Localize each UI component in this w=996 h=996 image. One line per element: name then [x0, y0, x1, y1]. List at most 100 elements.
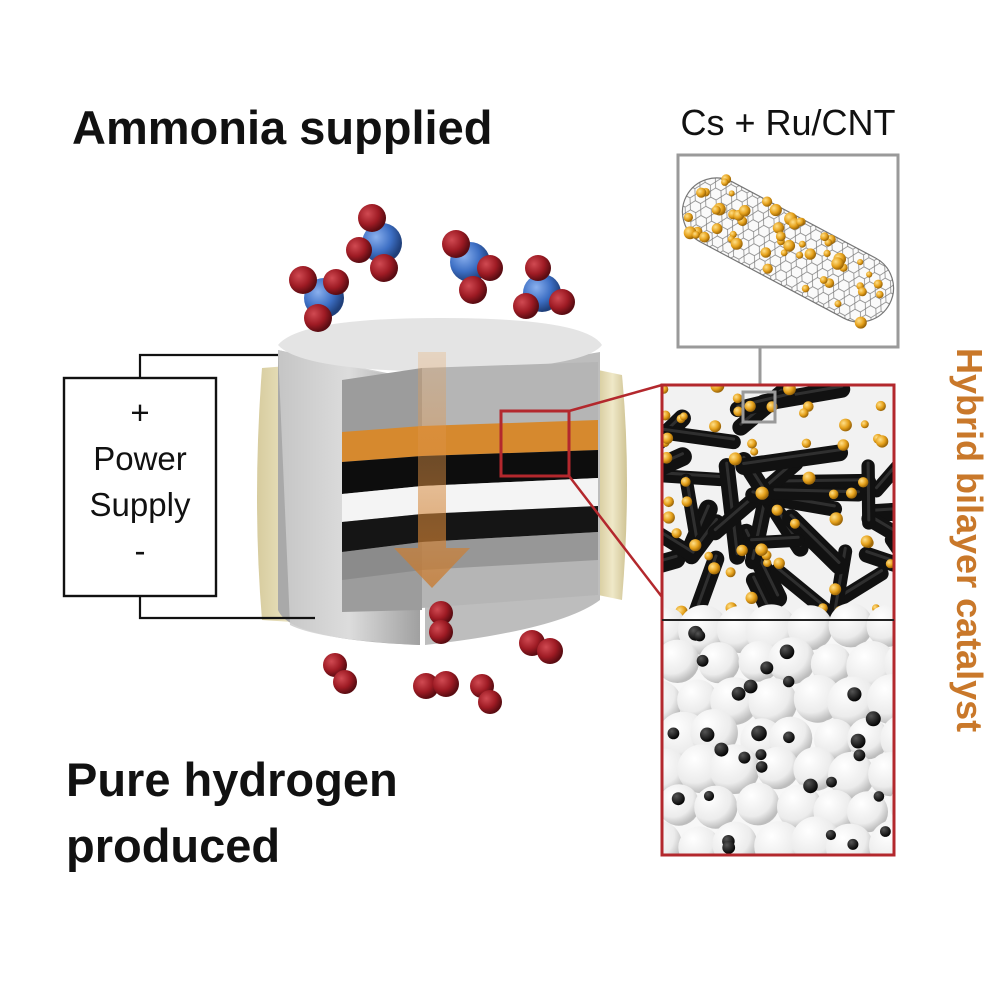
hybrid-bilayer-catalyst-label: Hybrid bilayer catalyst [949, 348, 990, 733]
gold-particle [744, 400, 756, 412]
black-sphere [755, 749, 767, 761]
white-sphere [810, 643, 852, 685]
gold-particle [662, 511, 675, 524]
ru-particle [873, 279, 883, 289]
white-sphere [736, 782, 780, 826]
flow-arrow [394, 352, 470, 588]
white-sphere [748, 678, 798, 727]
cnt-rod [769, 473, 877, 493]
black-sphere [700, 727, 715, 742]
ru-particle [696, 187, 707, 198]
minus-sign: - [134, 532, 146, 569]
white-sphere [793, 747, 838, 791]
black-sphere [667, 727, 680, 740]
white-sphere [847, 717, 889, 760]
black-sphere [738, 751, 751, 764]
ru-particle [780, 249, 788, 257]
gold-particle [728, 452, 742, 466]
black-sphere [671, 792, 685, 806]
gold-particle [783, 385, 796, 396]
white-sphere [880, 716, 894, 761]
ru-particle [796, 251, 804, 259]
white-sphere [868, 752, 894, 797]
ru-particle [728, 190, 735, 197]
cnt-rod [884, 532, 894, 556]
black-sphere [783, 675, 795, 688]
ru-particle [804, 248, 816, 260]
ammonia-molecules [289, 204, 575, 332]
gold-particle [829, 512, 843, 526]
ru-particle [760, 247, 772, 258]
ru-particle [692, 231, 700, 239]
cnt-rod [858, 546, 894, 573]
gold-particle [663, 496, 674, 508]
white-sphere [754, 821, 804, 855]
cnt-tube [681, 174, 895, 329]
power-text: Power [93, 440, 187, 477]
cnt-rod [861, 510, 894, 543]
gold-particle [755, 486, 769, 500]
white-sphere [756, 746, 799, 790]
white-sphere [828, 751, 875, 799]
gold-particle [679, 412, 688, 421]
ru-particle [730, 237, 743, 250]
ru-particle [831, 257, 844, 270]
gold-particle [789, 518, 800, 529]
gold-particle [763, 558, 772, 568]
ammonia-supplied-label: Ammonia supplied [72, 101, 493, 154]
gold-particle [708, 562, 721, 575]
gold-particle [875, 400, 886, 412]
cnt-rod [835, 566, 889, 605]
gold-particle [875, 435, 889, 448]
cnt-rod [735, 444, 849, 475]
black-sphere [803, 778, 818, 794]
gold-particle [885, 559, 894, 569]
ru-particle [876, 290, 884, 299]
gold-particle [799, 408, 809, 418]
gold-particle [725, 567, 736, 578]
gold-particle [802, 471, 816, 485]
hydrogen-molecules [323, 601, 563, 714]
white-sphere [866, 604, 894, 647]
gold-particle [858, 477, 869, 488]
ru-particle [819, 276, 828, 284]
ru-particle [857, 287, 867, 297]
ru-particle [762, 263, 773, 274]
black-sphere [873, 791, 885, 802]
black-sphere [731, 686, 746, 701]
black-sphere [755, 761, 768, 773]
gold-particle [709, 420, 722, 433]
black-sphere [743, 679, 758, 694]
zoom-marker [499, 409, 571, 478]
gold-particle [671, 528, 682, 539]
gold-particle [801, 438, 812, 448]
ru-particle [801, 284, 810, 293]
gold-particle [755, 543, 768, 556]
gold-particle [662, 432, 674, 444]
black-sphere [696, 654, 709, 667]
gold-particle [860, 420, 869, 429]
black-sphere [847, 687, 862, 702]
white-sphere [712, 821, 758, 855]
gold-particle [662, 385, 669, 394]
white-sphere [662, 784, 700, 826]
white-sphere [889, 791, 894, 818]
white-sphere [662, 639, 700, 683]
ru-particle [762, 196, 773, 207]
gold-particle [745, 591, 758, 605]
gold-particle [829, 583, 842, 596]
cnt-rod [865, 502, 894, 523]
ru-particle [772, 222, 785, 234]
white-sphere [678, 826, 721, 855]
reactor-cell [257, 318, 627, 645]
black-sphere [694, 630, 706, 642]
gold-particle [773, 557, 785, 569]
ru-particle [820, 232, 829, 242]
catalyst-panel [662, 385, 894, 855]
black-sphere [825, 829, 837, 841]
ru-particle [854, 316, 867, 329]
ru-particle [798, 240, 806, 248]
black-sphere [853, 749, 866, 762]
ru-particle [796, 217, 805, 227]
